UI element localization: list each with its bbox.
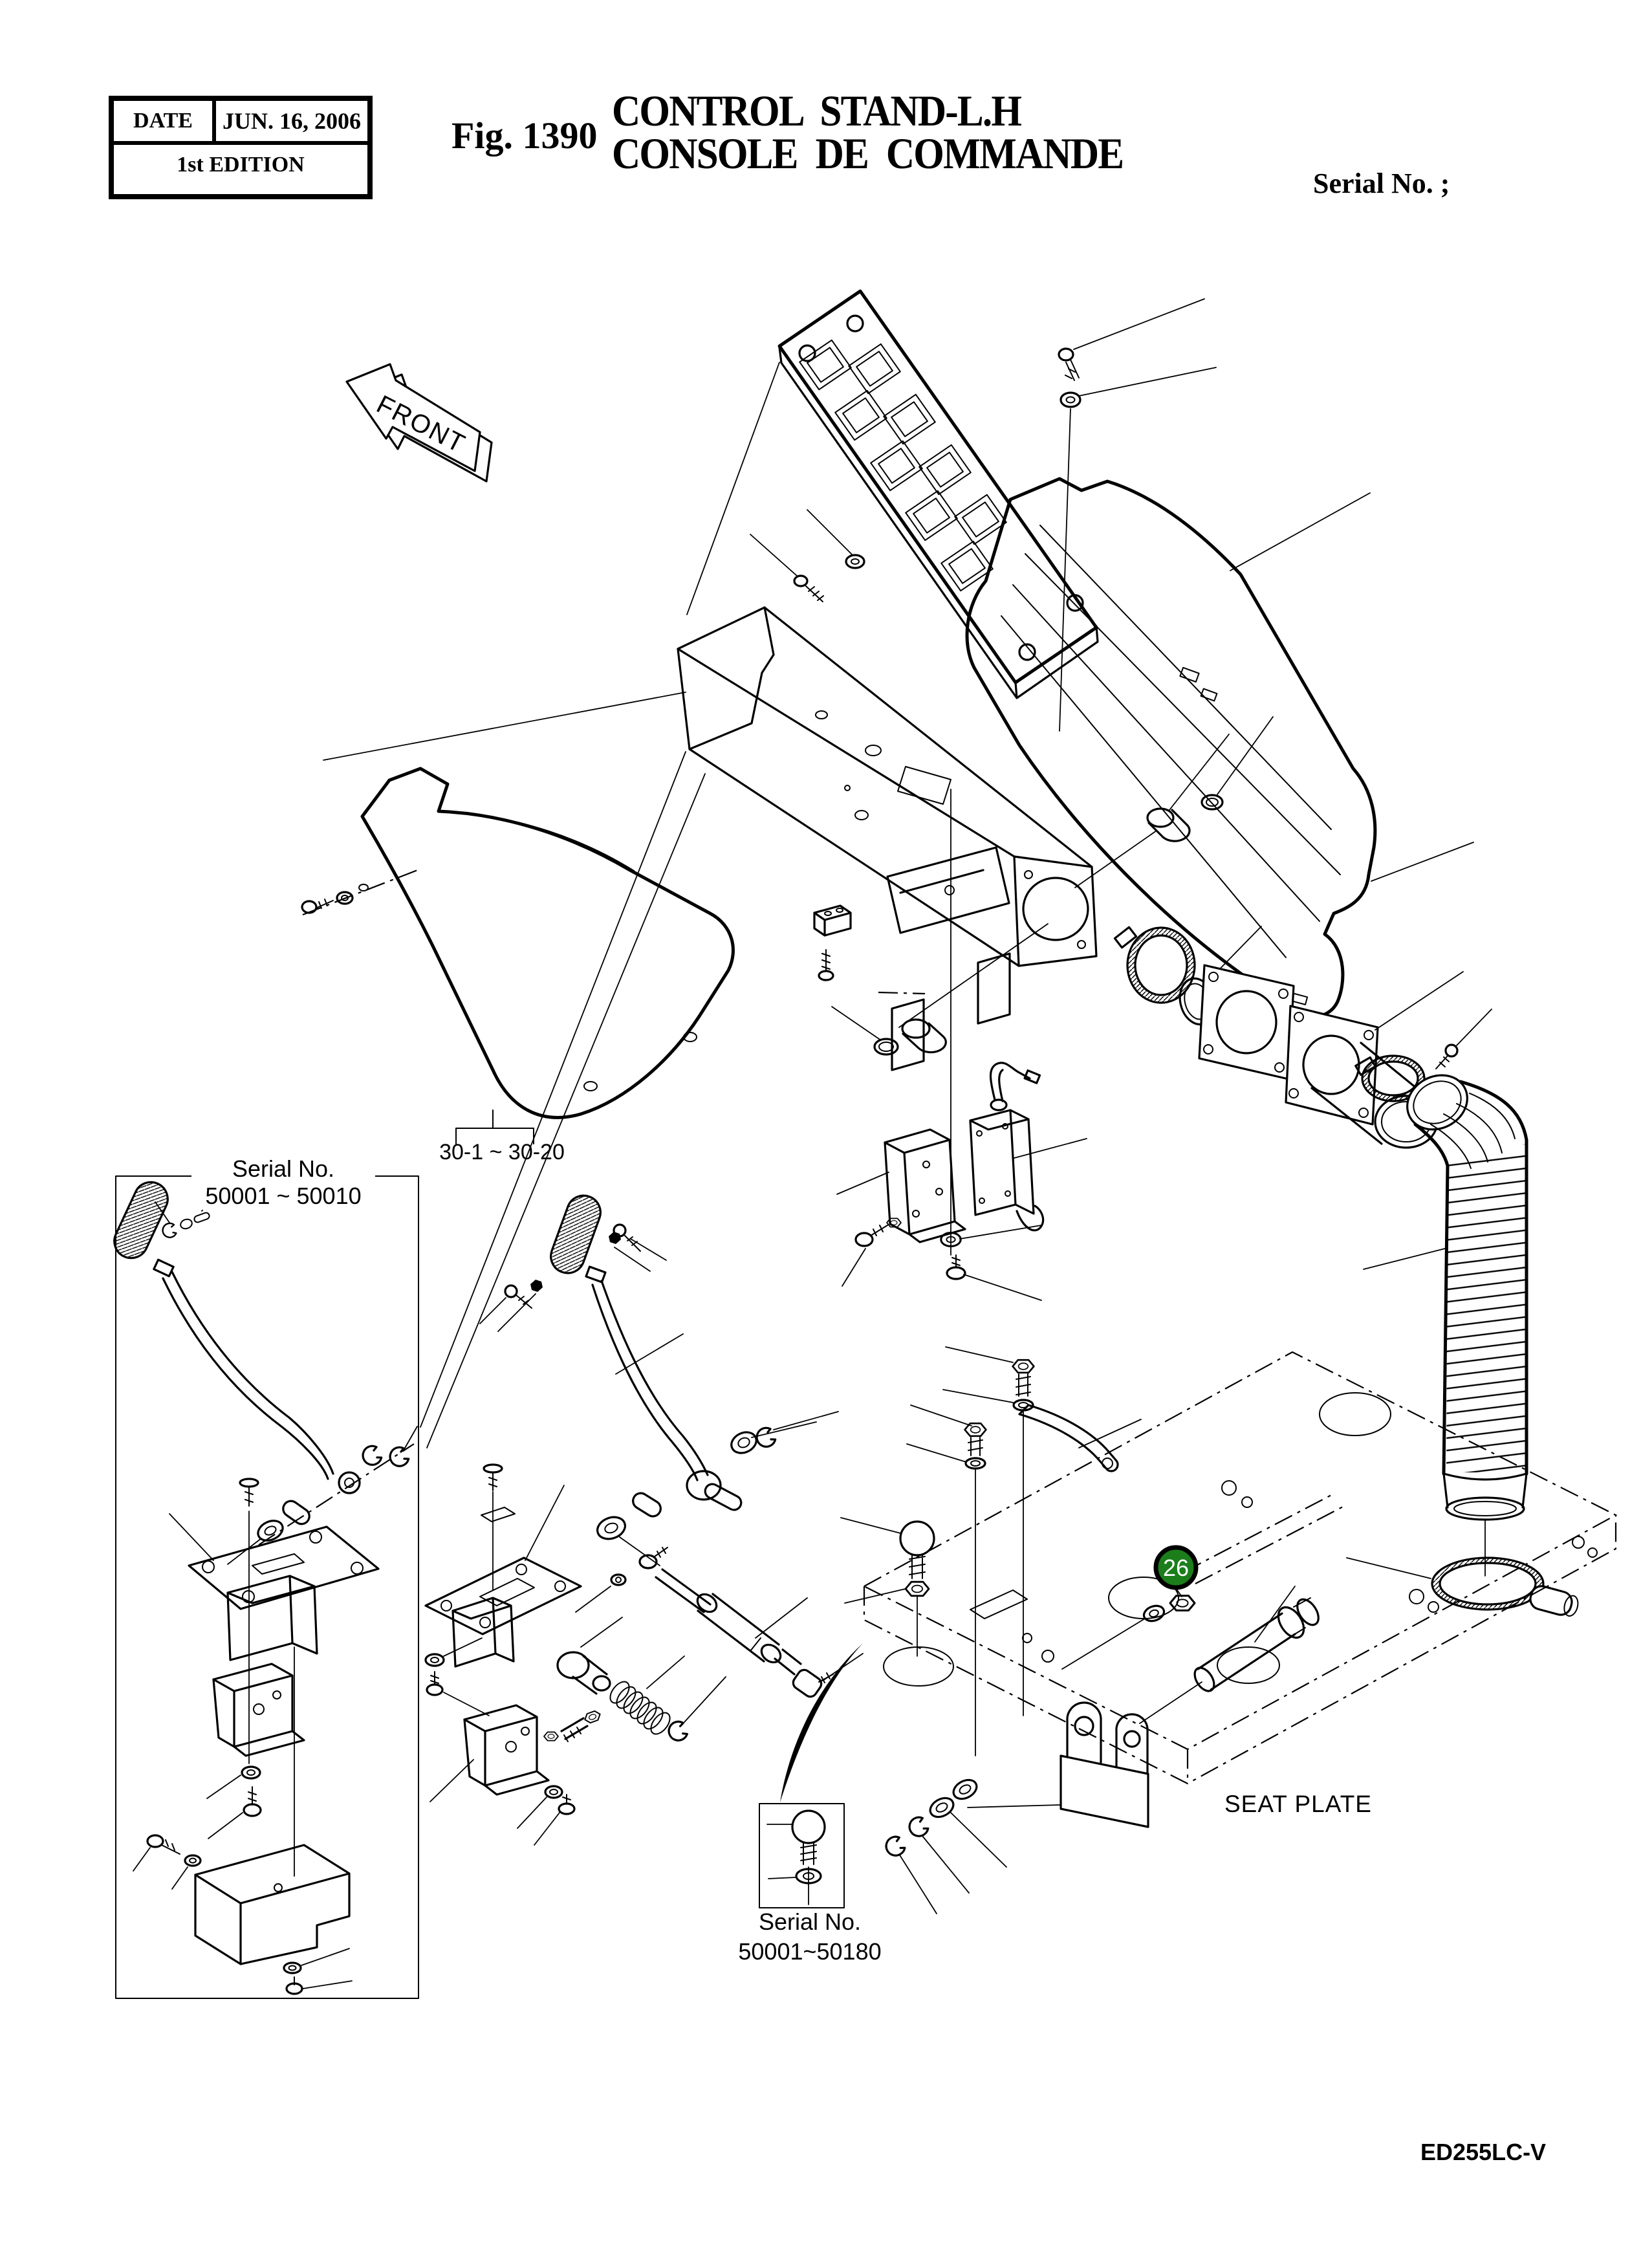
control-lever-group [420, 362, 1071, 1846]
figure-number: Fig. 1390 [451, 115, 598, 157]
left-inset-serial: Serial No. 50001 ~ 50010 [191, 1155, 375, 1210]
group-range-label: 30-1 ~ 30-20 [439, 1140, 565, 1164]
panel-screw-icon [1058, 347, 1080, 381]
document-code: ED255LC-V [1420, 2139, 1547, 2165]
left-inset-serial-range: 50001 ~ 50010 [205, 1183, 362, 1209]
bottom-inset-serial-label: Serial No. [758, 1908, 862, 1935]
console-frame [677, 509, 1098, 1071]
edition-label: 1st EDITION [177, 153, 305, 177]
flex-hose [1346, 1074, 1579, 1617]
console-side-cover [965, 477, 1474, 1018]
coil-spring-icon [609, 1681, 671, 1735]
seat-plate [840, 1346, 1618, 1914]
limit-switch-group [831, 789, 1157, 1301]
switch-panel [777, 289, 1217, 699]
left-inset-group [113, 1175, 419, 1999]
pivot-pin-icon [1193, 1597, 1320, 1692]
duct-parts [1113, 716, 1492, 1149]
date-value: JUN. 16, 2006 [223, 108, 361, 134]
panel-washer-icon [1060, 391, 1081, 408]
bottom-inset-serial-range: 50001~50180 [738, 1938, 882, 1965]
bottom-inset-serial: Serial No. 50001~50180 [723, 1907, 897, 1967]
callout-26-number: 26 [1163, 1555, 1189, 1581]
date-label: DATE [114, 101, 216, 141]
serial-note: Serial No. ; [1313, 168, 1450, 199]
gas-spring-icon [575, 1547, 864, 1698]
seat-plate-label: SEAT PLATE [1224, 1791, 1372, 1817]
detail-inset [759, 1643, 863, 1908]
date-box: DATE JUN. 16, 2006 1st EDITION [109, 96, 373, 199]
title-line1: CONTROL STAND-L.H [612, 86, 1022, 135]
armrest-cover [301, 692, 735, 1119]
title-line2: CONSOLE DE COMMANDE [612, 129, 1124, 178]
left-inset-serial-label: Serial No. [232, 1155, 335, 1182]
front-arrow-icon [345, 363, 493, 483]
callout-26-badge[interactable]: 26 [1153, 1545, 1199, 1590]
swoosh-arrow-icon [780, 1643, 863, 1802]
page-title: CONTROL STAND-L.H CONSOLE DE COMMANDE [612, 86, 1124, 178]
